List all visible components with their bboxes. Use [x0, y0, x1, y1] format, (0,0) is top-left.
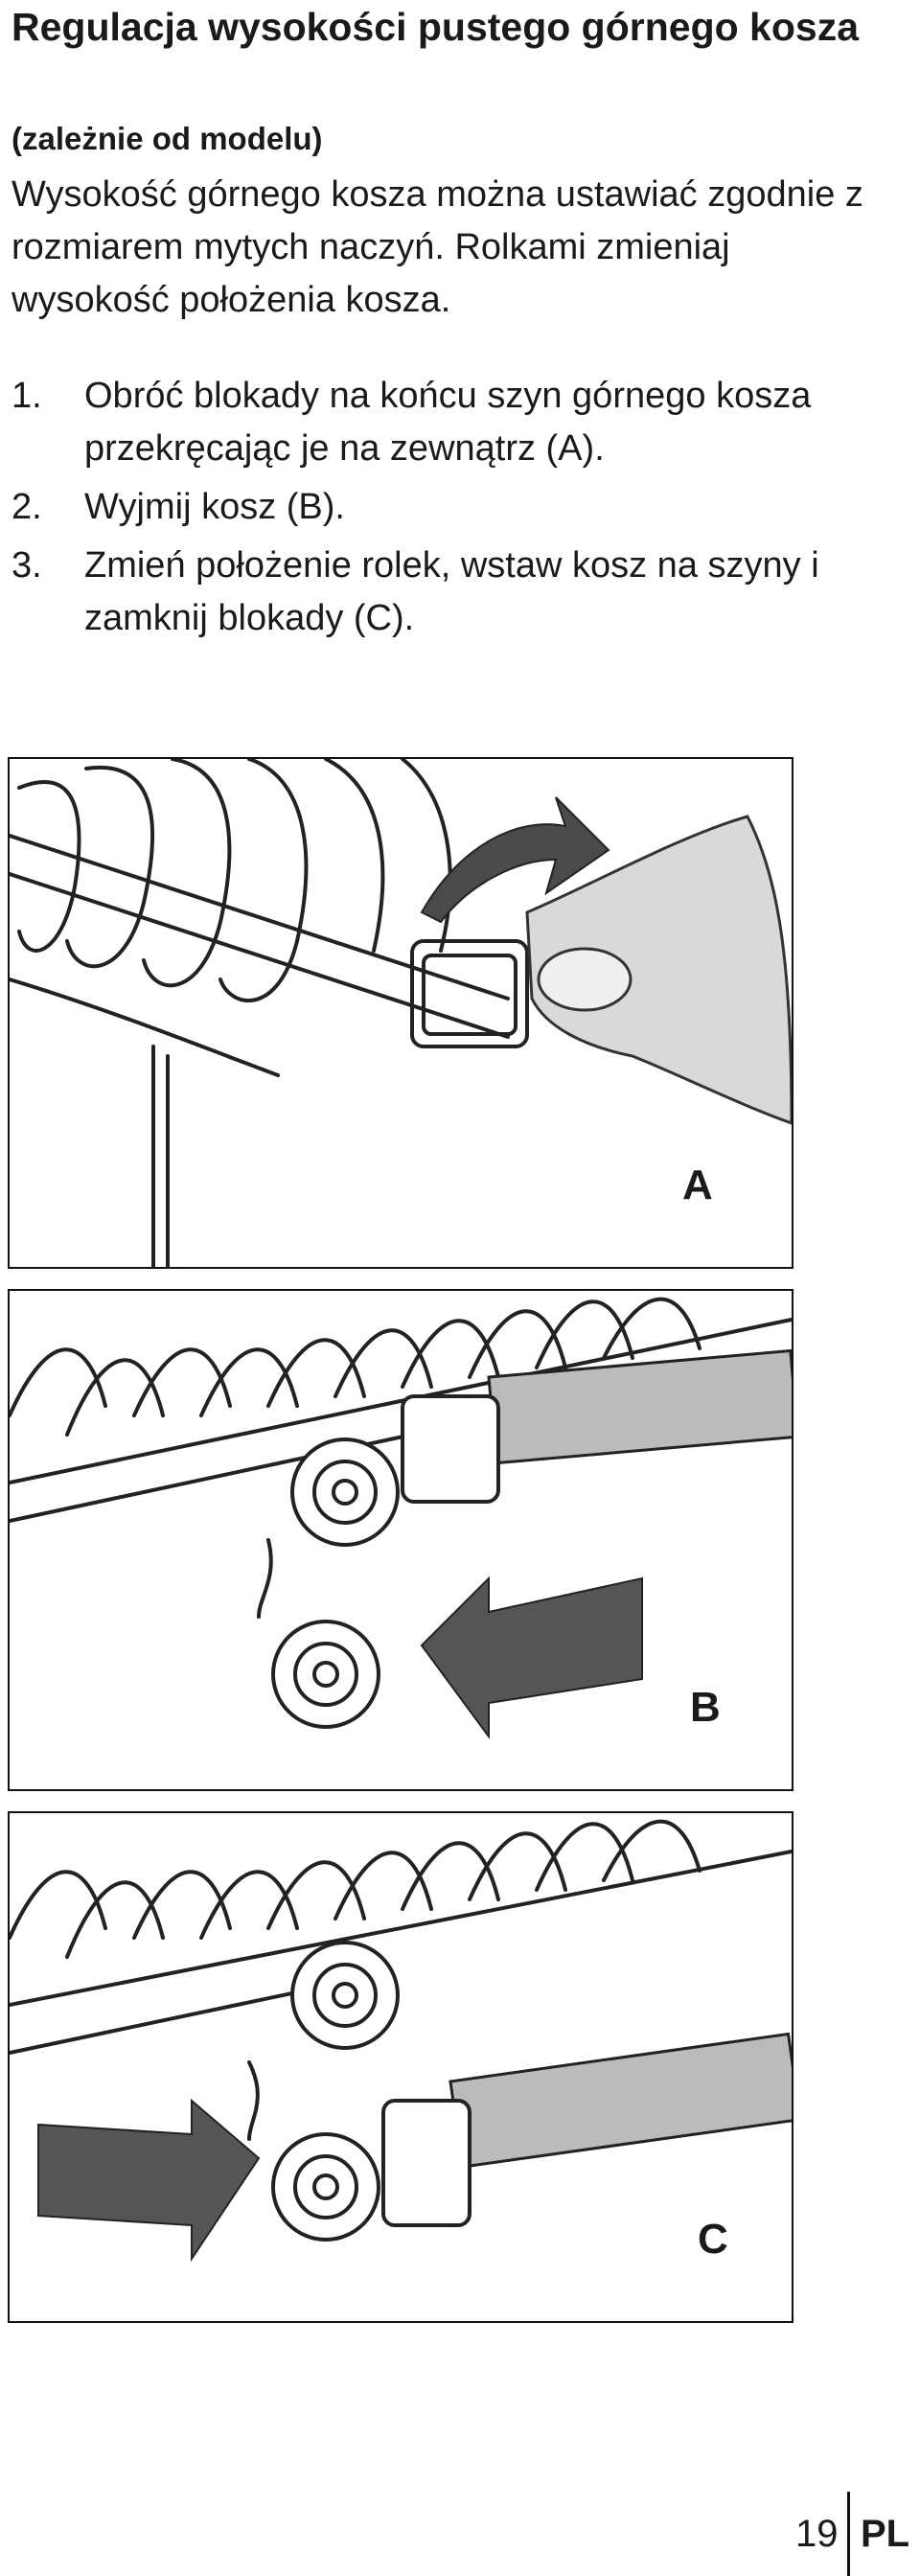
page-footer: 19 PL [767, 2480, 920, 2576]
figure-c-reinsert-basket: C [8, 1811, 794, 2323]
figure-label: A [682, 1162, 713, 1208]
step-item: 3. Zmień położenie rolek, wstaw kosz na … [12, 540, 903, 645]
intro-paragraph: Wysokość górnego kosza można ustawiać zg… [12, 174, 863, 320]
roller-wheel-icon [271, 1620, 380, 1729]
basket-rail-illustration [10, 759, 792, 1267]
basket-reinsert-illustration [10, 1819, 792, 2263]
step-text: Obróć blokady na końcu szyn górnego kosz… [84, 376, 812, 469]
figure-a-unlock-rails: A [8, 757, 794, 1269]
arrow-left-icon [420, 1576, 643, 1740]
instruction-steps: 1. Obróć blokady na końcu szyn górnego k… [12, 370, 903, 651]
figure-b-remove-basket: B [8, 1289, 794, 1791]
page-title: Regulacja wysokości pustego górnego kosz… [12, 5, 860, 49]
step-text: Wyjmij kosz (B). [84, 487, 345, 527]
step-text: Zmień położenie rolek, wstaw kosz na szy… [84, 545, 819, 638]
basket-wheels-illustration [10, 1297, 792, 1740]
arrow-right-icon [37, 2098, 261, 2263]
model-note: (zależnie od modelu) [12, 121, 323, 156]
figure-label: C [698, 2216, 728, 2263]
language-code: PL [861, 2513, 910, 2555]
figure-label: B [690, 1684, 721, 1731]
roller-wheel-icon [271, 2132, 380, 2242]
roller-wheel-icon [290, 1941, 400, 2050]
step-item: 2. Wyjmij kosz (B). [12, 481, 903, 534]
step-item: 1. Obróć blokady na końcu szyn górnego k… [12, 370, 903, 475]
footer-divider [847, 2492, 850, 2576]
curved-arrow-icon [420, 796, 610, 924]
step-number: 2. [12, 487, 42, 527]
step-number: 3. [12, 545, 42, 586]
roller-wheel-icon [290, 1438, 400, 1547]
step-number: 1. [12, 376, 42, 416]
hand-icon [525, 815, 792, 1125]
page-number: 19 [795, 2513, 839, 2555]
